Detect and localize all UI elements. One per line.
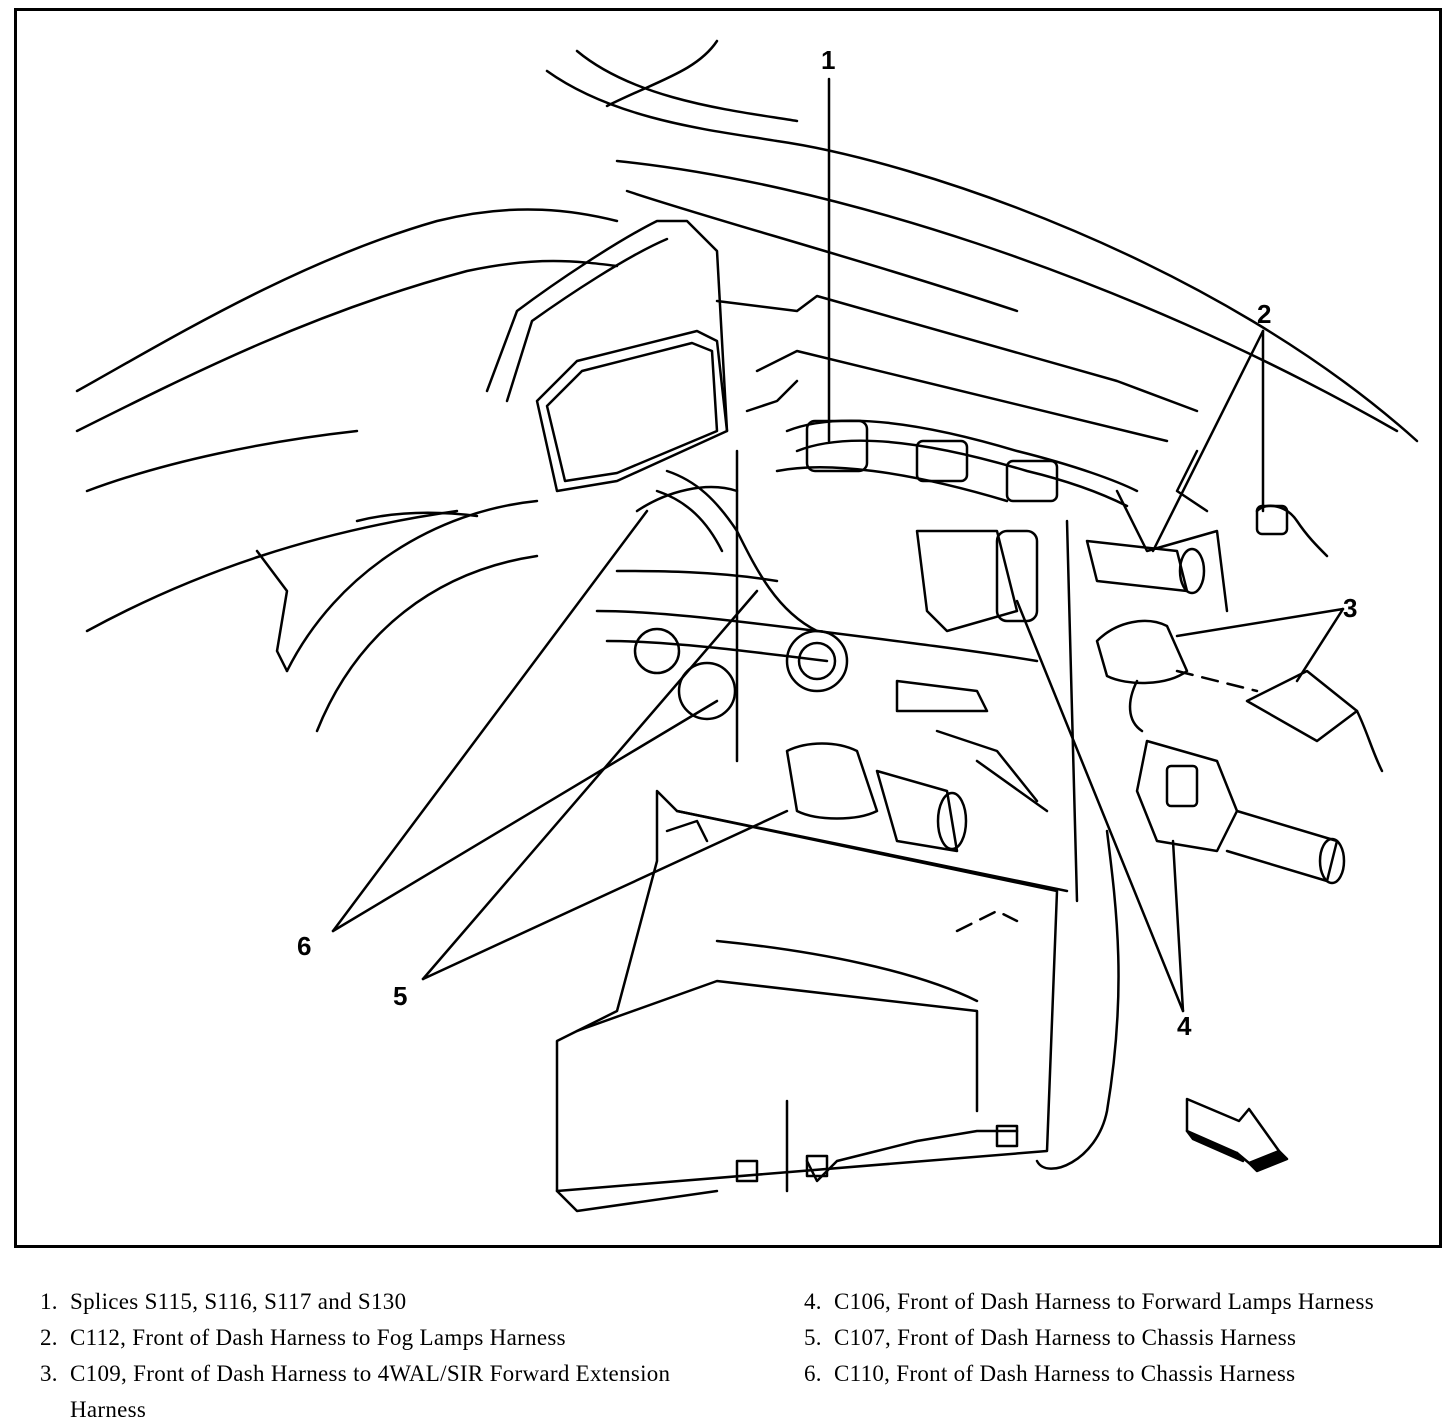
front-direction-arrow-icon <box>1185 1097 1289 1173</box>
legend: 1. Splices S115, S116, S117 and S130 2. … <box>0 1284 1456 1424</box>
legend-item-3: 3. C109, Front of Dash Harness to 4WAL/S… <box>40 1356 710 1428</box>
legend-text: C107, Front of Dash Harness to Chassis H… <box>834 1325 1297 1350</box>
legend-number: 2. <box>40 1325 58 1350</box>
wire-harness-bundle <box>595 419 1139 813</box>
legend-column-right: 4. C106, Front of Dash Harness to Forwar… <box>804 1284 1444 1392</box>
callout-3: 3 <box>1343 593 1357 623</box>
diagram-frame: 1 2 3 4 5 6 <box>14 8 1442 1248</box>
legend-text: C110, Front of Dash Harness to Chassis H… <box>834 1361 1296 1386</box>
legend-item-4: 4. C106, Front of Dash Harness to Forwar… <box>804 1284 1424 1320</box>
legend-item-1: 1. Splices S115, S116, S117 and S130 <box>40 1284 760 1320</box>
legend-number: 4. <box>804 1289 822 1314</box>
legend-item-2: 2. C112, Front of Dash Harness to Fog La… <box>40 1320 760 1356</box>
legend-column-left: 1. Splices S115, S116, S117 and S130 2. … <box>40 1284 760 1428</box>
legend-item-5: 5. C107, Front of Dash Harness to Chassi… <box>804 1320 1444 1356</box>
legend-number: 3. <box>40 1361 58 1386</box>
legend-text: Splices S115, S116, S117 and S130 <box>70 1289 407 1314</box>
headlamp-housing <box>485 219 729 493</box>
fender-outline <box>75 208 619 733</box>
callout-5: 5 <box>393 981 407 1011</box>
legend-number: 5. <box>804 1325 822 1350</box>
engine-compartment-illustration: 1 2 3 4 5 6 <box>75 39 1419 1213</box>
fan-shroud <box>555 789 1069 1213</box>
ground-wire <box>1035 829 1120 1170</box>
hood-outline <box>545 39 1419 443</box>
connector-c109 <box>1095 619 1384 773</box>
callout-6: 6 <box>297 931 311 961</box>
connector-c112 <box>1085 504 1329 595</box>
legend-number: 1. <box>40 1289 58 1314</box>
legend-item-6: 6. C110, Front of Dash Harness to Chassi… <box>804 1356 1444 1392</box>
callout-1: 1 <box>821 45 835 75</box>
legend-text: C112, Front of Dash Harness to Fog Lamps… <box>70 1325 566 1350</box>
callout-2: 2 <box>1257 299 1271 329</box>
connector-c107 <box>785 742 968 853</box>
radiator-support <box>715 294 1229 903</box>
connector-c106 <box>915 529 1346 885</box>
leader-lines <box>331 77 1345 1013</box>
legend-number: 6. <box>804 1361 822 1386</box>
legend-text: C109, Front of Dash Harness to 4WAL/SIR … <box>70 1361 671 1422</box>
callout-4: 4 <box>1177 1011 1192 1041</box>
legend-text: C106, Front of Dash Harness to Forward L… <box>834 1289 1375 1314</box>
